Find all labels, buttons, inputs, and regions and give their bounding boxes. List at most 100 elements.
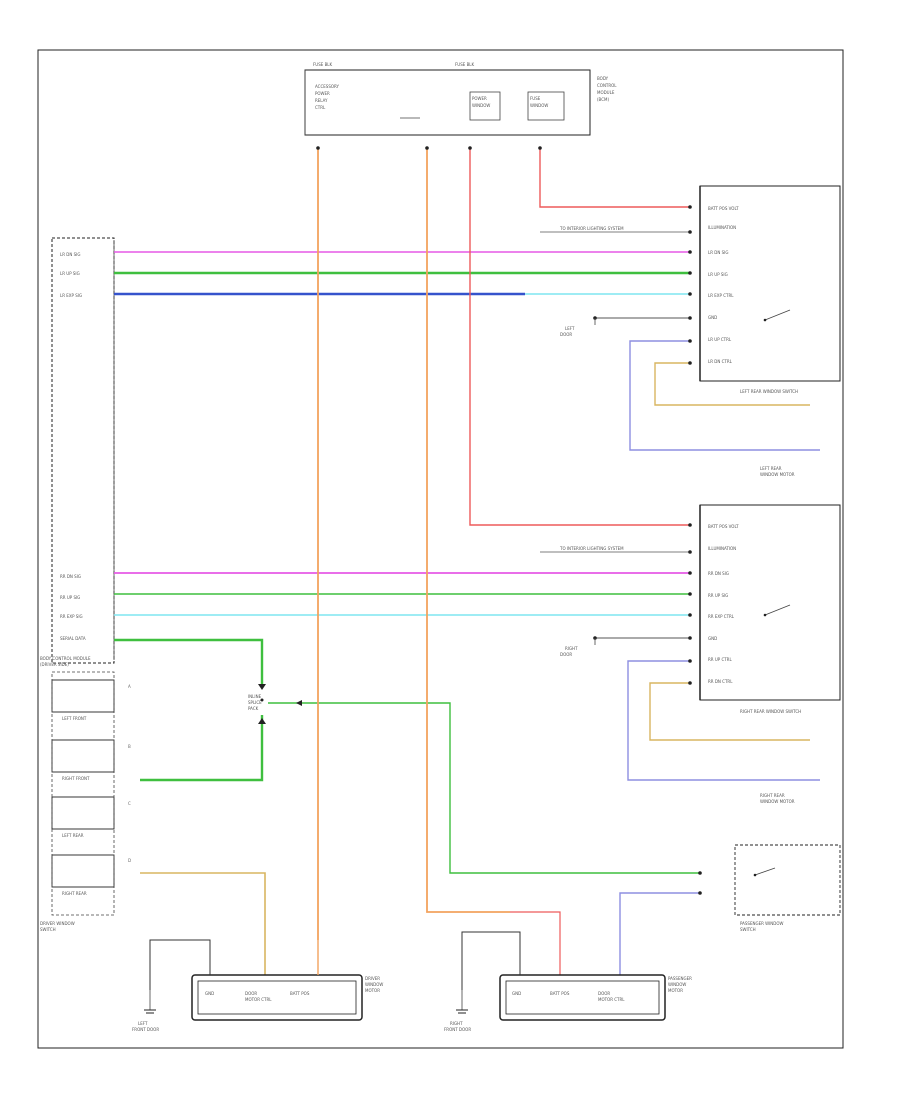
wire-red-main [469, 148, 690, 526]
svg-text:GND: GND [708, 636, 717, 641]
svg-text:RELAY: RELAY [315, 98, 328, 103]
svg-text:RIGHT REAR: RIGHT REAR [62, 891, 87, 896]
svg-text:TO INTERIOR LIGHTING SYSTEM: TO INTERIOR LIGHTING SYSTEM [559, 226, 624, 231]
svg-text:GND: GND [205, 991, 214, 996]
svg-text:GND: GND [708, 315, 717, 320]
svg-text:A: A [128, 684, 131, 689]
rr-switch-pins: TO INTERIOR LIGHTING SYSTEM RIGHT REAR W… [540, 546, 820, 804]
svg-text:ILLUMINATION: ILLUMINATION [708, 225, 736, 230]
svg-text:LEFT FRONT: LEFT FRONT [62, 716, 87, 721]
lr-window-switch: BATT POS VOLT ILLUMINATION LR DN SIG LR … [699, 185, 841, 394]
wire-red-passenger [510, 911, 561, 975]
lf-module-block: LR DN SIG LR UP SIG LR EXP SIG RR DN SIG… [40, 237, 115, 667]
svg-text:FUSE: FUSE [530, 96, 541, 101]
svg-text:LEFT REAR WINDOW SWITCH: LEFT REAR WINDOW SWITCH [740, 389, 798, 394]
passenger-window-motor: GND BATT POS DOOR MOTOR CTRL PASSENGER W… [461, 931, 692, 1021]
svg-text:ACCESSORY: ACCESSORY [315, 84, 340, 89]
svg-text:DOOR: DOOR [598, 991, 610, 996]
svg-text:RR DN SIG: RR DN SIG [60, 574, 81, 579]
svg-text:WINDOW: WINDOW [530, 103, 548, 108]
svg-text:RIGHT REAR: RIGHT REAR [760, 793, 785, 798]
inline-splice: INLINE SPLICE PACK [248, 684, 302, 724]
svg-text:ILLUMINATION: ILLUMINATION [708, 546, 736, 551]
svg-text:MOTOR: MOTOR [365, 988, 380, 993]
wire-orange-center [426, 148, 510, 913]
svg-text:DRIVER WINDOW: DRIVER WINDOW [40, 921, 75, 926]
svg-text:D: D [128, 858, 131, 863]
svg-text:LR DN CTRL: LR DN CTRL [708, 359, 733, 364]
svg-text:RR EXP SIG: RR EXP SIG [60, 614, 83, 619]
splice-dots [316, 146, 702, 895]
svg-text:BATT POS: BATT POS [290, 991, 310, 996]
svg-text:LR DN SIG: LR DN SIG [60, 252, 80, 257]
wire-serial-data [114, 638, 700, 874]
switch-ground-stubs: LEFT DOOR RIGHT DOOR [560, 318, 596, 657]
svg-text:LR EXP SIG: LR EXP SIG [60, 293, 82, 298]
svg-text:POWER: POWER [315, 91, 330, 96]
svg-text:BATT POS: BATT POS [550, 991, 570, 996]
wire-red-top [539, 148, 690, 208]
svg-text:LR EXP CTRL: LR EXP CTRL [708, 293, 734, 298]
svg-text:PASSENGER WINDOW: PASSENGER WINDOW [740, 921, 784, 926]
svg-text:LR UP SIG: LR UP SIG [708, 272, 728, 277]
rr-window-switch: BATT POS VOLT ILLUMINATION RR DN SIG RR … [699, 504, 841, 714]
svg-text:RR DN CTRL: RR DN CTRL [708, 679, 733, 684]
top-module: FUSE BLK FUSE BLK BODY CONTROL MODULE (B… [304, 62, 617, 136]
svg-text:C: C [128, 801, 131, 806]
svg-text:LEFT: LEFT [565, 326, 575, 331]
svg-text:DOOR: DOOR [245, 991, 257, 996]
svg-text:LR DN SIG: LR DN SIG [708, 250, 728, 255]
svg-text:LR UP SIG: LR UP SIG [60, 271, 80, 276]
svg-text:WINDOW MOTOR: WINDOW MOTOR [760, 472, 795, 477]
svg-text:LEFT REAR: LEFT REAR [760, 466, 782, 471]
driver-master-switch: LEFT FRONT RIGHT FRONT LEFT REAR RIGHT R… [40, 671, 131, 932]
svg-text:POWER: POWER [472, 96, 487, 101]
lr-switch-pins: TO INTERIOR LIGHTING SYSTEM LEFT REAR WI… [540, 226, 820, 477]
svg-text:SWITCH: SWITCH [40, 927, 56, 932]
svg-text:SPLICE: SPLICE [248, 700, 262, 705]
svg-text:BATT POS VOLT: BATT POS VOLT [708, 206, 739, 211]
svg-text:CONTROL: CONTROL [597, 83, 617, 88]
svg-text:RIGHT FRONT: RIGHT FRONT [62, 776, 90, 781]
svg-text:INLINE: INLINE [248, 694, 262, 699]
svg-text:BODY CONTROL MODULE: BODY CONTROL MODULE [40, 656, 91, 661]
svg-text:LEFT REAR: LEFT REAR [62, 833, 84, 838]
svg-text:LEFT: LEFT [138, 1021, 148, 1026]
svg-text:(DRIVER SIDE): (DRIVER SIDE) [40, 662, 69, 667]
svg-text:TO INTERIOR LIGHTING SYSTEM: TO INTERIOR LIGHTING SYSTEM [559, 546, 624, 551]
svg-text:RR UP SIG: RR UP SIG [708, 593, 728, 598]
svg-text:(BCM): (BCM) [597, 97, 609, 102]
svg-text:SWITCH: SWITCH [740, 927, 756, 932]
svg-text:FRONT DOOR: FRONT DOOR [132, 1027, 159, 1032]
svg-text:RIGHT REAR WINDOW SWITCH: RIGHT REAR WINDOW SWITCH [740, 709, 801, 714]
svg-text:WINDOW MOTOR: WINDOW MOTOR [760, 799, 795, 804]
wire-tan-driver [140, 872, 266, 975]
svg-text:CTRL: CTRL [315, 105, 326, 110]
svg-text:RR UP CTRL: RR UP CTRL [708, 657, 732, 662]
svg-text:FUSE BLK: FUSE BLK [313, 62, 333, 67]
svg-text:DRIVER: DRIVER [365, 976, 380, 981]
svg-text:RR DN SIG: RR DN SIG [708, 571, 729, 576]
svg-text:SERIAL DATA: SERIAL DATA [60, 636, 86, 641]
svg-text:PASSENGER: PASSENGER [668, 976, 692, 981]
svg-text:DOOR: DOOR [560, 652, 572, 657]
svg-text:PACK: PACK [248, 706, 259, 711]
svg-text:DOOR: DOOR [560, 332, 572, 337]
left-ground: LEFT FRONT DOOR [132, 990, 159, 1032]
svg-text:MOTOR: MOTOR [668, 988, 683, 993]
right-ground: RIGHT FRONT DOOR [444, 990, 471, 1032]
svg-text:MODULE: MODULE [597, 90, 615, 95]
svg-text:MOTOR CTRL: MOTOR CTRL [245, 997, 272, 1002]
svg-text:WINDOW: WINDOW [365, 982, 383, 987]
svg-text:BODY: BODY [597, 76, 609, 81]
svg-text:BATT POS VOLT: BATT POS VOLT [708, 524, 739, 529]
svg-text:B: B [128, 744, 131, 749]
driver-window-motor: GND DOOR MOTOR CTRL BATT POS DRIVER WIND… [149, 939, 383, 1021]
svg-text:FRONT DOOR: FRONT DOOR [444, 1027, 471, 1032]
svg-text:GND: GND [512, 991, 521, 996]
svg-text:WINDOW: WINDOW [668, 982, 686, 987]
diagram-frame [37, 49, 844, 1049]
svg-text:RIGHT: RIGHT [450, 1021, 463, 1026]
